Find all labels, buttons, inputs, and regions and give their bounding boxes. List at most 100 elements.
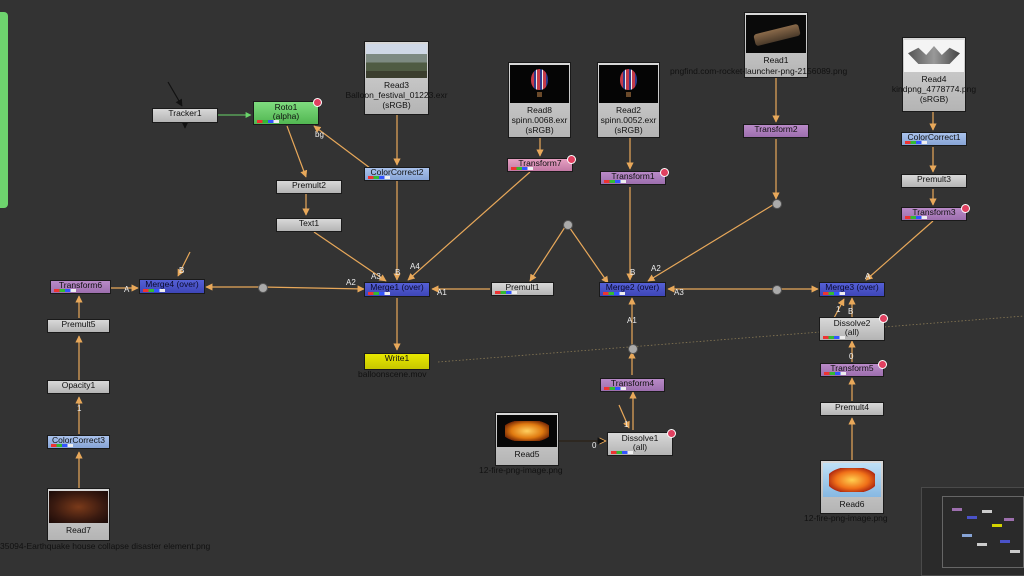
node-write1[interactable]: Write1 xyxy=(364,353,430,370)
node-tracker1[interactable]: Tracker1 xyxy=(152,108,218,123)
node-merge1[interactable]: Merge1 (over) xyxy=(364,282,430,297)
flag-icon xyxy=(313,98,322,107)
thumbnail-balloon xyxy=(510,65,569,103)
minimap-node xyxy=(1004,518,1014,521)
junction-dot[interactable] xyxy=(628,344,638,354)
read-file-caption: pngfind.com-rocket-launcher-png-2156089.… xyxy=(670,66,848,76)
node-dissolve2[interactable]: Dissolve2(all) xyxy=(819,314,888,341)
node-colorcorrect2[interactable]: ColorCorrect2 xyxy=(364,167,430,181)
node-label: Premult4 xyxy=(834,402,869,412)
channel-swatch xyxy=(905,216,927,219)
channel-swatch xyxy=(368,292,390,295)
minimap-node xyxy=(952,508,962,511)
junction-dot[interactable] xyxy=(563,220,573,230)
node-read6[interactable]: Read6 xyxy=(820,460,884,514)
node-premult1[interactable]: Premult1 xyxy=(491,282,554,296)
node-merge2[interactable]: Merge2 (over) xyxy=(599,282,666,297)
node-label: Transform2 xyxy=(754,124,798,134)
node-read3[interactable]: Read3 Balloon_festival_01223.exr (sRGB) xyxy=(345,41,448,115)
node-sublabel: (all) xyxy=(632,442,648,452)
node-opacity1[interactable]: Opacity1 xyxy=(47,380,110,394)
node-transform7[interactable]: Transform7 xyxy=(507,155,576,172)
node-transform2[interactable]: Transform2 xyxy=(743,124,809,138)
read-label: Read1 xyxy=(763,55,789,65)
node-label: Write1 xyxy=(384,353,410,363)
edge-label-b: B xyxy=(179,266,185,275)
minimap-viewport[interactable] xyxy=(942,496,1024,568)
node-label: Dissolve2 xyxy=(833,318,871,328)
properties-panel-edge[interactable] xyxy=(0,12,8,208)
node-read5[interactable]: Read5 xyxy=(495,412,559,466)
read-file: spinn.0068.exr xyxy=(511,115,568,125)
node-label: Premult2 xyxy=(291,180,326,190)
node-label: Merge1 (over) xyxy=(370,282,424,292)
edge-label-bg: bg xyxy=(315,130,324,139)
minimap-node xyxy=(967,516,977,519)
node-read2[interactable]: Read2 spinn.0052.exr (sRGB) xyxy=(597,62,660,138)
edge-label-a1: A1 xyxy=(627,316,637,325)
channel-swatch xyxy=(823,336,845,339)
channel-swatch xyxy=(54,289,76,292)
thumbnail-fire xyxy=(823,463,881,497)
node-label: Opacity1 xyxy=(61,380,96,390)
edge-label-a3: A3 xyxy=(371,272,381,281)
channel-swatch xyxy=(368,176,390,179)
read-colorspace: (sRGB) xyxy=(525,125,554,135)
read-file-caption: 12-fire-png-image.png xyxy=(804,513,888,523)
node-premult5[interactable]: Premult5 xyxy=(47,319,110,333)
node-transform1[interactable]: Transform1 xyxy=(600,168,669,185)
node-merge4[interactable]: Merge4 (over) xyxy=(139,279,205,294)
node-label: ColorCorrect2 xyxy=(370,167,424,177)
flag-icon xyxy=(878,360,887,369)
node-colorcorrect3[interactable]: ColorCorrect3 xyxy=(47,435,110,449)
thumbnail-landscape xyxy=(366,44,427,78)
node-transform5[interactable]: Transform5 xyxy=(820,360,887,377)
edge-label-a4: A4 xyxy=(410,262,420,271)
read-label: Read8 xyxy=(526,105,553,115)
node-read4[interactable]: Read4 kindpng_4778774.png (sRGB) xyxy=(892,37,976,112)
edge-label-a: A xyxy=(124,285,130,294)
node-text1[interactable]: Text1 xyxy=(276,218,342,232)
channel-swatch xyxy=(257,120,279,123)
navigator-minimap[interactable] xyxy=(921,487,1024,576)
node-label: Transform5 xyxy=(830,363,874,373)
node-read8[interactable]: Read8 spinn.0068.exr (sRGB) xyxy=(508,62,571,138)
node-label: Merge2 (over) xyxy=(605,282,660,292)
minimap-node xyxy=(1000,540,1010,543)
edge-label-1: 1 xyxy=(836,305,841,314)
flag-icon xyxy=(667,429,676,438)
node-roto1[interactable]: Roto1(alpha) xyxy=(253,98,322,125)
node-merge3[interactable]: Merge3 (over) xyxy=(819,282,885,297)
read-label: Read5 xyxy=(514,449,540,459)
junction-dot[interactable] xyxy=(258,283,268,293)
node-premult4[interactable]: Premult4 xyxy=(820,402,884,416)
node-read7[interactable]: Read7 xyxy=(47,488,110,541)
edge-label-a2: A2 xyxy=(651,264,661,273)
channel-swatch xyxy=(511,167,533,170)
node-premult3[interactable]: Premult3 xyxy=(901,174,967,188)
node-label: Transform3 xyxy=(912,207,956,217)
channel-swatch xyxy=(611,451,633,454)
read-label: Read2 xyxy=(615,105,642,115)
node-colorcorrect1[interactable]: ColorCorrect1 xyxy=(901,132,967,146)
read-label: Read7 xyxy=(65,525,92,535)
node-premult2[interactable]: Premult2 xyxy=(276,180,342,194)
node-transform3[interactable]: Transform3 xyxy=(901,204,970,221)
write-file-caption: balloonscene.mov xyxy=(358,369,427,379)
read-file: spinn.0052.exr xyxy=(600,115,657,125)
flag-icon xyxy=(567,155,576,164)
node-transform6[interactable]: Transform6 xyxy=(50,280,111,294)
junction-dot[interactable] xyxy=(772,199,782,209)
channel-swatch xyxy=(143,289,165,292)
node-dissolve1[interactable]: Dissolve1(all) xyxy=(607,429,676,456)
junction-dot[interactable] xyxy=(772,285,782,295)
node-transform4[interactable]: Transform4 xyxy=(600,378,665,392)
node-read1[interactable]: Read1 xyxy=(744,12,808,78)
thumbnail-creature xyxy=(904,40,964,72)
channel-swatch xyxy=(603,292,625,295)
minimap-node xyxy=(1010,550,1020,553)
edge-label-a: A xyxy=(865,272,871,281)
minimap-node xyxy=(982,510,992,513)
node-label: Merge4 (over) xyxy=(145,279,199,289)
